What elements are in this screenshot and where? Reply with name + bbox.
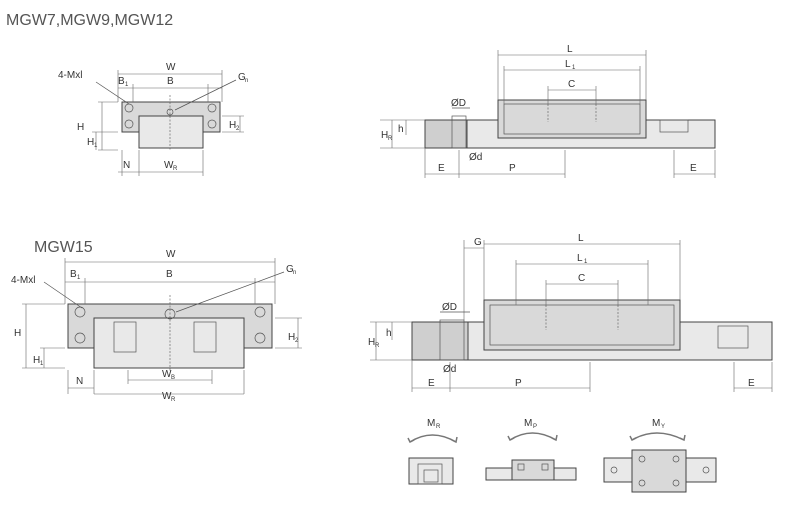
small-side-view	[380, 50, 716, 178]
dim-gn-large-sub: n	[293, 270, 296, 276]
dim-hr-small-sub: R	[388, 136, 393, 142]
dim-b1-sub: 1	[125, 82, 129, 88]
dim-l1-small: L	[565, 59, 571, 70]
dim-h2: H	[229, 120, 236, 131]
dim-h-small: h	[398, 124, 404, 135]
dim-wr-large-sub: R	[171, 397, 176, 403]
dim-e-small-right: E	[690, 163, 697, 174]
large-side-view	[370, 240, 773, 392]
large-front-view	[22, 258, 302, 395]
dim-w-large: W	[166, 249, 176, 260]
moment-my-label: M	[652, 418, 660, 429]
dim-wb-large-sub: B	[171, 375, 175, 381]
dim-e-small-left: E	[438, 163, 445, 174]
dim-mxl: 4-Mxl	[58, 70, 82, 81]
dim-wr: W	[164, 160, 174, 171]
moment-mr-sub: R	[436, 424, 441, 430]
moment-my-diagram	[603, 432, 717, 493]
dim-mxl-large: 4-Mxl	[11, 275, 35, 286]
dim-p-large: P	[515, 378, 522, 389]
dim-n-large: N	[76, 376, 83, 387]
dim-gn: G	[238, 72, 246, 83]
dim-l1-large-sub: 1	[584, 259, 588, 265]
moment-mp-sub: P	[533, 424, 537, 430]
moment-mr-diagram	[407, 434, 458, 485]
dim-h1-sub: 1	[94, 143, 98, 149]
dim-wr-large: W	[162, 391, 172, 402]
small-front-view	[92, 70, 244, 176]
dim-h1-large: H	[33, 355, 40, 366]
dim-gn-sub: n	[245, 78, 248, 84]
dim-g-large: G	[474, 237, 482, 248]
dim-od-large: ØD	[442, 302, 457, 313]
dim-c-small: C	[568, 79, 575, 90]
dim-wr-sub: R	[173, 166, 178, 172]
dim-b: B	[167, 76, 174, 87]
dim-hr-large-sub: R	[375, 343, 380, 349]
dim-e-large-left: E	[428, 378, 435, 389]
dim-h2-large: H	[288, 332, 295, 343]
dim-b1: B	[118, 76, 125, 87]
dim-h: H	[77, 122, 84, 133]
dim-l-large: L	[578, 233, 584, 244]
dim-l-small: L	[567, 44, 573, 55]
dim-h-large-side: h	[386, 328, 392, 339]
moment-mp-label: M	[524, 418, 532, 429]
moment-mr-label: M	[427, 418, 435, 429]
dim-gn-large: G	[286, 264, 294, 275]
dim-p-small: P	[509, 163, 516, 174]
series-heading-large: MGW15	[34, 239, 93, 256]
dim-b1-large-sub: 1	[77, 275, 81, 281]
dim-hr-small: H	[381, 130, 388, 141]
dim-l1-small-sub: 1	[572, 65, 576, 71]
dim-h2-large-sub: 2	[295, 338, 299, 344]
dim-wb-large: W	[162, 369, 172, 380]
dim-h2-sub: 2	[236, 126, 240, 132]
dim-l1-large: L	[577, 253, 583, 264]
dim-c-large: C	[578, 273, 585, 284]
series-heading-small: MGW7,MGW9,MGW12	[6, 12, 174, 29]
dim-hr-large: H	[368, 337, 375, 348]
dim-h1: H	[87, 137, 94, 148]
dim-od-small: ØD	[451, 98, 466, 109]
moment-my-sub: Y	[661, 424, 665, 430]
dim-w: W	[166, 62, 176, 73]
dim-b-large: B	[166, 269, 173, 280]
dim-h1-large-sub: 1	[40, 361, 44, 367]
dim-h-large: H	[14, 328, 21, 339]
dim-n: N	[123, 160, 130, 171]
dim-od-lower-small: Ød	[469, 152, 482, 163]
moment-mp-diagram	[485, 432, 577, 481]
dim-e-large-right: E	[748, 378, 755, 389]
dim-b1-large: B	[70, 269, 77, 280]
dim-od-lower-large: Ød	[443, 364, 456, 375]
